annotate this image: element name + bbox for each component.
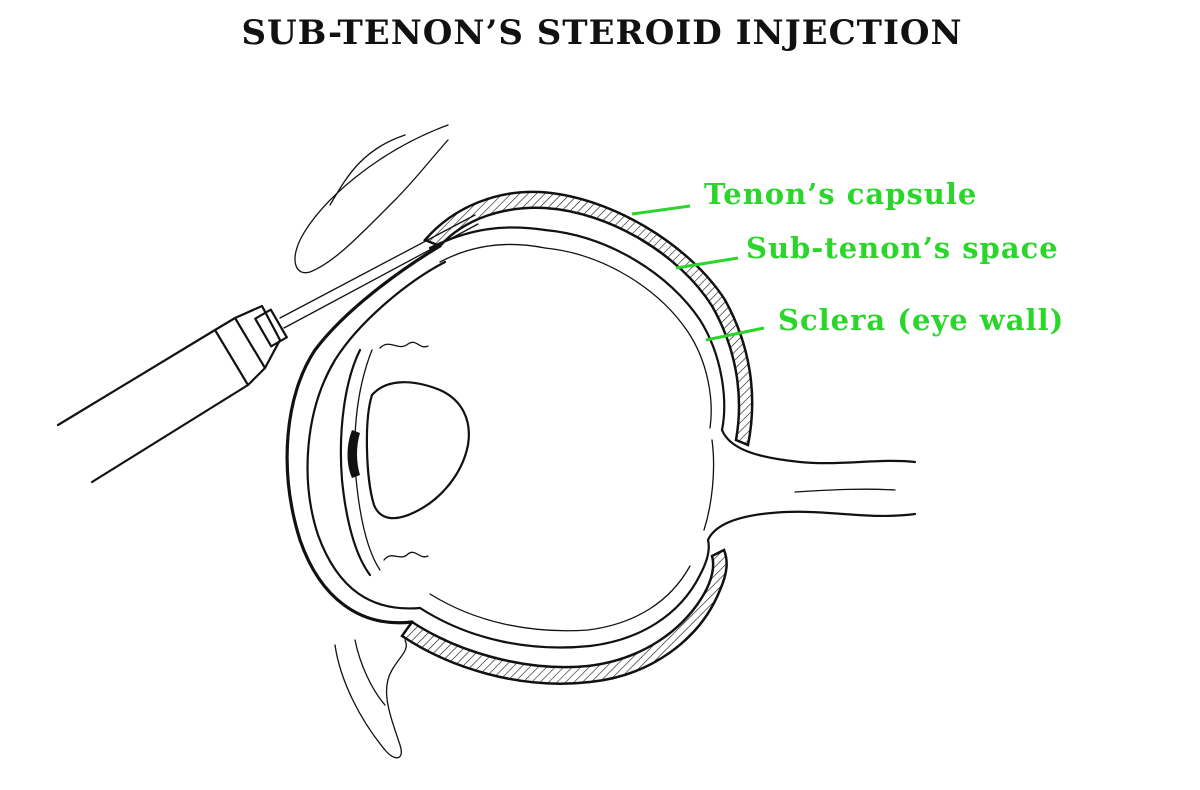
tenons-capsule-label: Tenon’s capsule xyxy=(704,177,977,211)
cornea xyxy=(339,348,381,577)
tenons-capsule-layer xyxy=(400,190,754,685)
needle xyxy=(279,214,479,329)
sclera-label: Sclera (eye wall) xyxy=(778,303,1064,337)
tenons-capsule-leader xyxy=(631,204,691,216)
diagram-title: SUB-TENON’S STEROID INJECTION xyxy=(241,13,962,53)
optic-nerve xyxy=(703,428,917,542)
eyelid-lower xyxy=(334,639,407,759)
sclera-leader xyxy=(705,326,765,342)
sub-tenons-space-leader xyxy=(675,256,739,270)
sub-tenons-space-label: Sub-tenon’s space xyxy=(746,231,1059,265)
iris xyxy=(347,341,429,561)
syringe xyxy=(56,304,288,484)
eyeball-wall xyxy=(285,226,726,649)
lens xyxy=(365,381,470,520)
eyelid-upper xyxy=(294,124,449,274)
